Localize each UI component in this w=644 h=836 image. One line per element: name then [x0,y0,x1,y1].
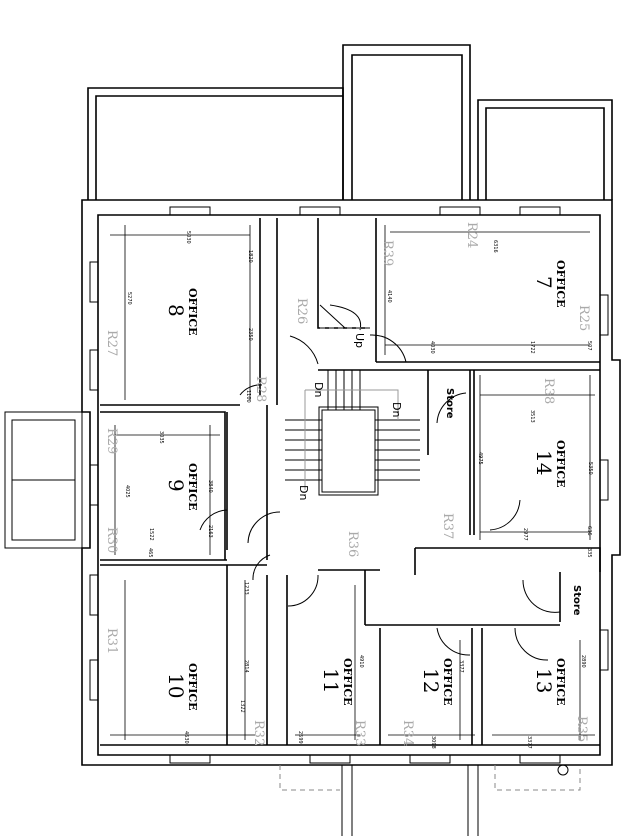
dimension-label: 4025 [124,485,130,498]
office-label: OFFICE [186,463,199,511]
dimension-label: 2163 [207,525,213,538]
exterior-ground-features [279,764,581,836]
parapet-outlines [87,44,613,200]
room-ref: R29 [104,428,119,454]
dimension-label: 465 [147,548,153,558]
office-label: OFFICE [554,658,567,706]
dimension-label: 4630 [183,731,189,744]
room-ref: R35 [574,716,589,742]
dimension-label: 1322 [239,700,245,713]
windows [89,206,609,764]
office-9: OFFICE 9 [164,463,199,511]
dimension-label: 2890 [580,655,586,668]
main-stair [285,304,420,496]
dimension-label: 2977 [522,528,528,541]
office-number: 8 [164,304,188,317]
room-ref: R24 [464,222,479,248]
room-ref: R27 [104,330,119,356]
dimension-label: 1820 [247,250,253,263]
stair-down-label: Dn [312,382,325,397]
office-label: OFFICE [186,288,199,336]
dimension-label: 1722 [529,341,535,354]
office-number: 9 [164,479,188,492]
office-number: 10 [164,673,188,698]
room-ref: R34 [400,720,415,746]
dimension-label: 6316 [492,240,498,253]
dimension-label: 3035 [158,431,164,444]
dimension-label: 3098 [430,736,436,749]
dimension-label: 335 [586,548,592,558]
room-ref: R36 [345,531,360,557]
office-number: 13 [532,668,556,693]
dimension-label: 1522 [148,528,154,541]
dimension-label: 507 [586,341,592,351]
store-label: Store [571,585,582,616]
office-11: OFFICE 11 [319,658,354,706]
room-ref: R33 [352,720,367,746]
room-ref: R25 [576,305,591,331]
office-label: OFFICE [341,658,354,706]
dimension-label: 3377 [526,736,532,749]
stair-down-label: Dn [297,485,310,500]
office-8: OFFICE 8 [164,288,199,336]
dimension-label: 1100 [245,390,251,403]
office-7: OFFICE 7 [532,260,567,308]
dimension-label: 3840 [207,480,213,493]
office-number: 7 [532,276,556,289]
dimension-label: 5350 [587,462,593,475]
left-annex [4,411,83,549]
room-ref: R38 [541,378,556,404]
office-label: OFFICE [554,260,567,308]
office-12: OFFICE 12 [419,658,454,706]
dimension-label: 4975 [477,452,483,465]
room-references: R24 R25 R26 R27 R28 R29 R30 R31 R32 R33 … [104,222,591,746]
dimension-labels: 5030 1820 5270 2350 1100 3035 3840 4025 2163 1522… [124,231,593,749]
dimension-label: 3377 [458,660,464,673]
office-label: OFFICE [186,663,199,711]
office-number: 12 [419,668,443,693]
office-label: OFFICE [441,658,454,706]
room-ref: R39 [380,240,395,266]
stair-up-label: Up [353,333,366,348]
dimension-label: 4910 [358,655,364,668]
dimension-label: 1233 [243,582,249,595]
room-ref: R37 [440,513,455,539]
dimension-label: 4030 [429,341,435,354]
interior-walls [100,218,601,746]
office-13: OFFICE 13 [532,658,567,706]
office-10: OFFICE 10 [164,663,199,711]
dimension-lines [110,225,595,740]
room-ref: R28 [253,376,268,402]
room-ref: R31 [104,628,119,654]
office-number: 11 [319,668,343,693]
room-ref: R26 [294,298,309,324]
dimension-label: 5030 [185,231,191,244]
office-label: OFFICE [554,440,567,488]
dimension-label: 4140 [386,290,392,303]
dimension-label: 636 [586,526,592,536]
dimension-label: 3513 [529,410,535,423]
dimension-label: 2814 [243,660,249,673]
stair-down-label: Dn [390,402,403,417]
office-number: 14 [532,450,556,475]
office-14: OFFICE 14 [532,440,567,488]
room-ref: R30 [104,527,119,553]
store-label: Store [444,388,455,419]
room-ref: R32 [251,720,266,746]
dimension-label: 2350 [247,328,253,341]
dimension-label: 5270 [126,292,132,305]
dimension-label: 2599 [297,731,303,744]
